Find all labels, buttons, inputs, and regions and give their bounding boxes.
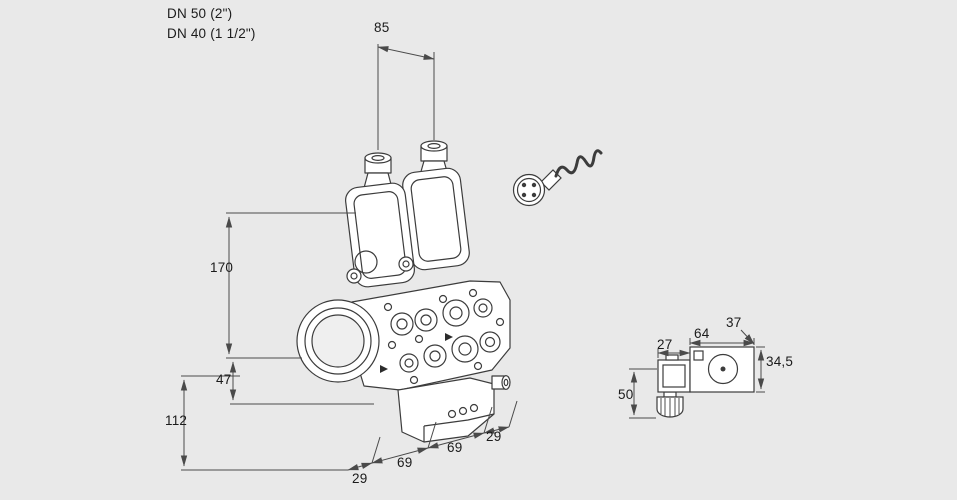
- dim-50-label: 50: [618, 387, 634, 402]
- plug-pins: [521, 182, 537, 198]
- dim-34-5-label: 34,5: [766, 354, 794, 369]
- dim-85-label: 85: [374, 20, 390, 35]
- bottom-block: [397, 375, 511, 443]
- solenoid-side-view: [656, 346, 755, 418]
- dim-37-label: 37: [726, 315, 742, 330]
- flow-direction-arrows: [380, 333, 453, 373]
- coiled-cable: [554, 149, 603, 178]
- flange-opening: [296, 299, 380, 383]
- label-dn-secondary: DN 40 (1 1/2"): [167, 26, 256, 41]
- gland-nut: [656, 391, 684, 418]
- dim-112-lines: [180, 375, 348, 471]
- dim-34-5-lines: [756, 346, 765, 393]
- port-circles: [383, 288, 505, 385]
- actuator-bosses: [346, 256, 414, 284]
- valve-assembly: [296, 140, 511, 443]
- dim-69-right-label: 69: [447, 440, 463, 455]
- dim-170-label: 170: [210, 260, 234, 275]
- actuator-front: [345, 152, 415, 288]
- dim-170-lines: [225, 212, 356, 359]
- dim-47-label: 47: [216, 372, 232, 387]
- dim-47-lines: [229, 361, 374, 405]
- dim-37-lines: [740, 329, 755, 345]
- dim-69-left-label: 69: [397, 455, 413, 470]
- solenoid-coil: [689, 346, 755, 393]
- plug-connector-box: [657, 354, 691, 393]
- dim-27-lines: [657, 349, 691, 358]
- plug-face: [512, 173, 546, 207]
- dim-50-lines: [629, 368, 657, 419]
- dim-112-label: 112: [165, 413, 188, 428]
- dim-64-label: 64: [694, 326, 710, 341]
- dimension-lines: [180, 44, 765, 471]
- dim-85-lines: [377, 44, 435, 150]
- dim-bottom-chain-lines: [347, 400, 518, 471]
- dim-27-label: 27: [657, 337, 673, 352]
- cable-plug: [512, 149, 603, 207]
- dim-29-right-label: 29: [486, 429, 502, 444]
- label-dn-primary: DN 50 (2"): [167, 6, 233, 21]
- actuator-rear: [402, 140, 470, 271]
- dim-29-left-label: 29: [352, 471, 368, 486]
